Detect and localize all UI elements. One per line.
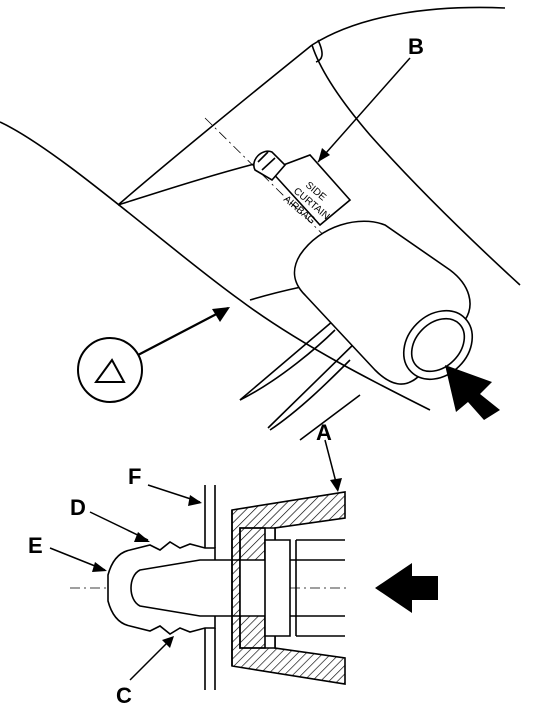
callout-b: B <box>408 34 424 59</box>
view-indicator <box>77 307 230 403</box>
callout-f: F <box>128 464 141 489</box>
side-curtain-airbag-connector <box>253 150 474 385</box>
push-arrow-upper <box>445 365 500 420</box>
retaining-clip <box>107 541 241 635</box>
connector-housing-a <box>231 491 346 685</box>
callout-a: A <box>316 420 332 445</box>
wire-harness <box>239 314 361 429</box>
push-arrow-lower <box>375 563 438 613</box>
leader-b-arrowhead <box>318 148 330 162</box>
leader-b <box>317 57 411 163</box>
lower-leader-arrowheads <box>92 478 342 648</box>
panel-f <box>204 485 216 690</box>
callout-c: C <box>116 683 132 708</box>
callout-d: D <box>70 495 86 520</box>
callout-e: E <box>28 533 43 558</box>
